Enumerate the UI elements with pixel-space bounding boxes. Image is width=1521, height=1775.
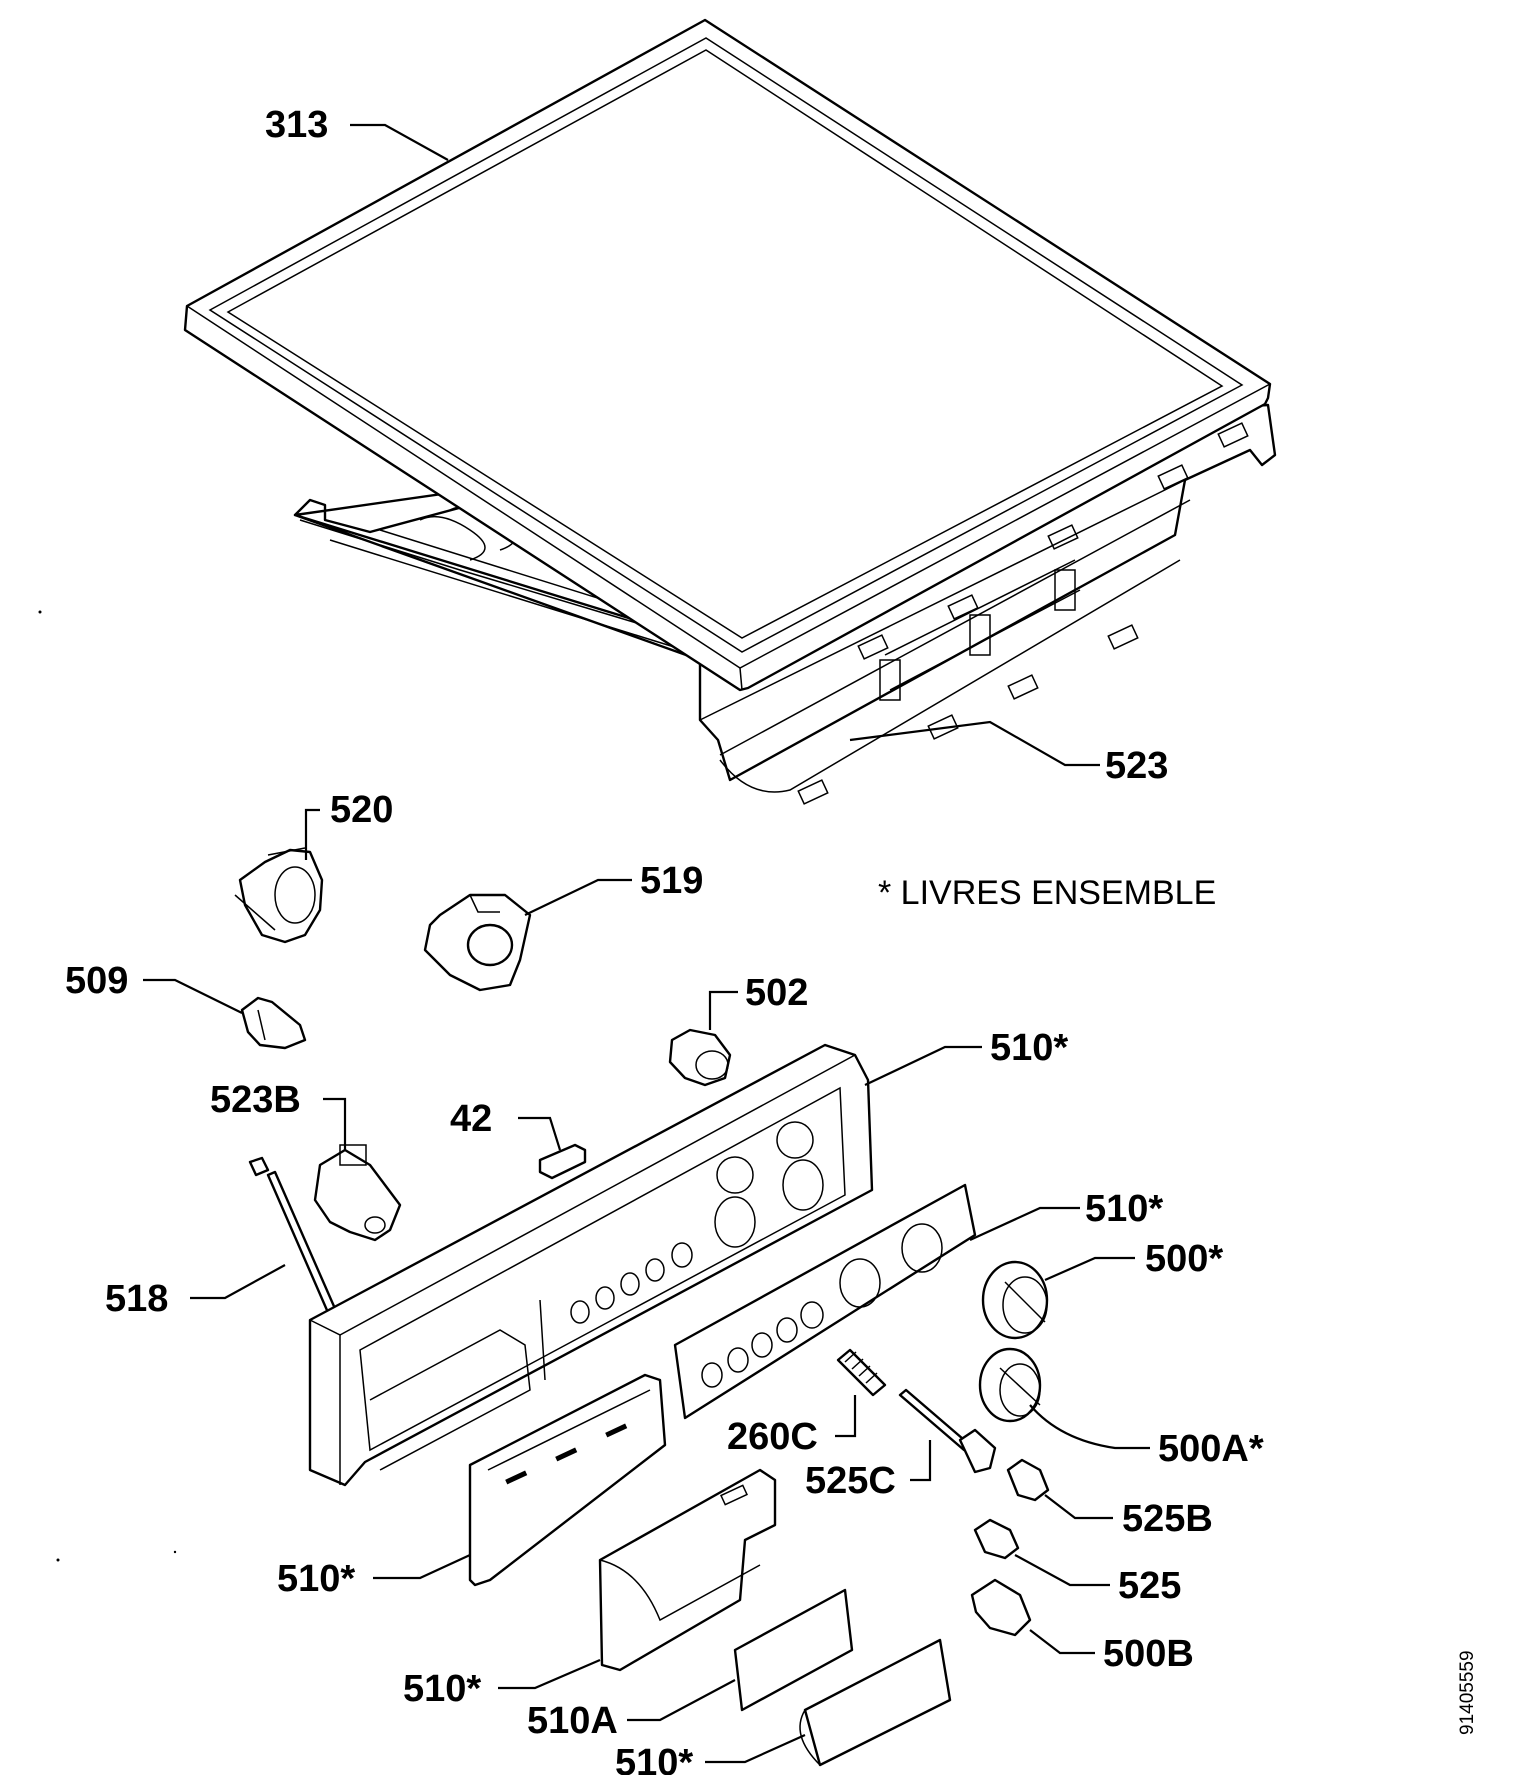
note-livres-ensemble: * LIVRES ENSEMBLE — [878, 874, 1216, 912]
part-510-panel-plate — [673, 1183, 977, 1420]
part-500B-knob — [970, 1578, 1032, 1637]
part-525C-shaft — [898, 1388, 997, 1474]
part-509 — [240, 996, 307, 1050]
part-42 — [538, 1143, 587, 1180]
part-520 — [234, 847, 324, 944]
part-510-front-panel — [308, 1043, 874, 1487]
label-519: 519 — [640, 860, 703, 902]
label-510-handle: 510* — [615, 1742, 693, 1775]
label-525: 525 — [1118, 1565, 1181, 1607]
label-510-top: 510* — [990, 1027, 1068, 1069]
part-500-knob — [981, 1260, 1049, 1340]
label-523B: 523B — [210, 1079, 301, 1121]
label-525C: 525C — [805, 1460, 896, 1502]
label-520: 520 — [330, 789, 393, 831]
label-509: 509 — [65, 960, 128, 1002]
part-260C-spring — [836, 1348, 887, 1397]
scan-speck — [173, 1550, 177, 1554]
label-500B: 500B — [1103, 1633, 1194, 1675]
part-500A-knob — [978, 1347, 1042, 1423]
scan-speck — [56, 1558, 60, 1562]
label-510-cover: 510* — [403, 1668, 481, 1710]
scan-speck — [38, 610, 42, 614]
part-519 — [423, 893, 532, 992]
part-510-drawer-cover — [598, 1468, 777, 1672]
label-510-drawer: 510* — [277, 1558, 355, 1600]
part-502 — [668, 1028, 732, 1087]
label-42: 42 — [450, 1098, 492, 1140]
label-518: 518 — [105, 1278, 168, 1320]
leader-lines — [143, 123, 1150, 1764]
part-313-lid — [183, 18, 1272, 692]
part-labels: 313 523 520 519 509 502 510* 523B 42 510… — [65, 104, 1264, 1775]
part-510-drawer-front — [468, 1373, 667, 1587]
label-313: 313 — [265, 104, 328, 146]
label-510-panel: 510* — [1085, 1188, 1163, 1230]
label-260C: 260C — [727, 1416, 818, 1458]
label-525B: 525B — [1122, 1498, 1213, 1540]
label-500: 500* — [1145, 1238, 1223, 1280]
label-500A: 500A* — [1158, 1428, 1264, 1470]
label-510A: 510A — [527, 1700, 618, 1742]
part-523B — [313, 1144, 402, 1242]
part-525 — [973, 1518, 1020, 1560]
label-502: 502 — [745, 972, 808, 1014]
document-code: 91405559 — [1457, 1650, 1478, 1735]
label-523: 523 — [1105, 745, 1168, 787]
part-510A-insert — [733, 1588, 854, 1712]
part-525B — [1006, 1458, 1050, 1502]
